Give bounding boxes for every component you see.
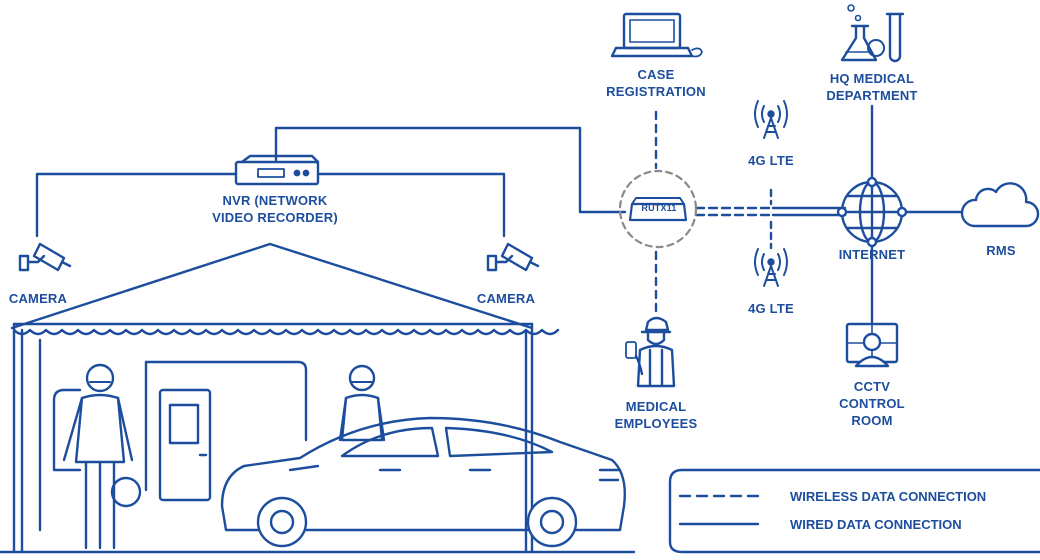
container-room [52, 360, 308, 508]
camera-left-label: CAMERA [8, 291, 68, 306]
router-dashed-circle [618, 169, 698, 249]
nvr-icon [234, 154, 320, 186]
wired-nvr-camera-right [316, 172, 506, 238]
hq-medical-label: HQ MEDICAL DEPARTMENT [812, 70, 932, 104]
cctv-label: CCTV CONTROL ROOM [832, 378, 912, 429]
car-icon [220, 416, 626, 548]
hq-medical-line2: DEPARTMENT [826, 88, 918, 103]
nvr-label-line1: NVR (NETWORK [222, 193, 328, 208]
router-label: RUTX11 [641, 203, 677, 213]
lte-tower-top-icon [754, 100, 788, 139]
medical-employees-label: MEDICAL EMPLOYEES [606, 398, 706, 432]
cloud-icon [960, 182, 1040, 228]
lab-flasks-icon [840, 4, 905, 63]
medical-employee-icon [625, 316, 676, 388]
globe-icon [836, 176, 908, 248]
lte-top-label: 4G LTE [748, 153, 794, 168]
camera-left-icon [18, 242, 72, 272]
legend-box [668, 468, 1040, 554]
lte-bottom-label: 4G LTE [748, 301, 794, 316]
medical-employees-line2: EMPLOYEES [614, 416, 698, 431]
legend-wired-label: WIRED DATA CONNECTION [790, 517, 962, 532]
laptop-icon [610, 12, 703, 58]
person-left-icon [62, 363, 134, 550]
medical-employees-line1: MEDICAL [625, 399, 687, 414]
wired-nvr-router [274, 126, 627, 214]
case-registration-line2: REGISTRATION [606, 84, 706, 99]
wired-nvr-camera-left [35, 172, 238, 238]
person-right-icon [338, 364, 386, 442]
cctv-control-room-icon [845, 322, 899, 368]
lte-tower-bottom-icon [754, 248, 788, 287]
tent-structure [0, 242, 636, 554]
nvr-label-line2: VIDEO RECORDER) [212, 210, 338, 225]
case-registration-label: CASE REGISTRATION [596, 66, 716, 100]
cctv-line3: ROOM [851, 413, 893, 428]
camera-right-label: CAMERA [476, 291, 536, 306]
cctv-line2: CONTROL [839, 396, 905, 411]
internet-label: INTERNET [838, 247, 906, 262]
camera-right-icon [486, 242, 540, 272]
case-registration-line1: CASE [637, 67, 675, 82]
legend-wireless-label: WIRELESS DATA CONNECTION [790, 489, 987, 504]
wireless-router-lte [694, 188, 847, 250]
rms-label: RMS [986, 243, 1016, 258]
cctv-line1: CCTV [853, 379, 891, 394]
nvr-label: NVR (NETWORK VIDEO RECORDER) [200, 192, 350, 226]
hq-medical-line1: HQ MEDICAL [829, 71, 915, 86]
